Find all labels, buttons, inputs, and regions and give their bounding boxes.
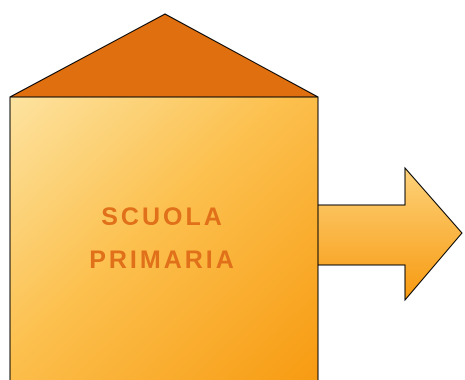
building-label-line-2: PRIMARIA	[89, 246, 237, 274]
building-body	[9, 96, 319, 380]
building-label-line-1: SCUOLA	[101, 203, 225, 231]
right-arrow-shape	[311, 166, 463, 302]
building-roof	[9, 13, 319, 98]
